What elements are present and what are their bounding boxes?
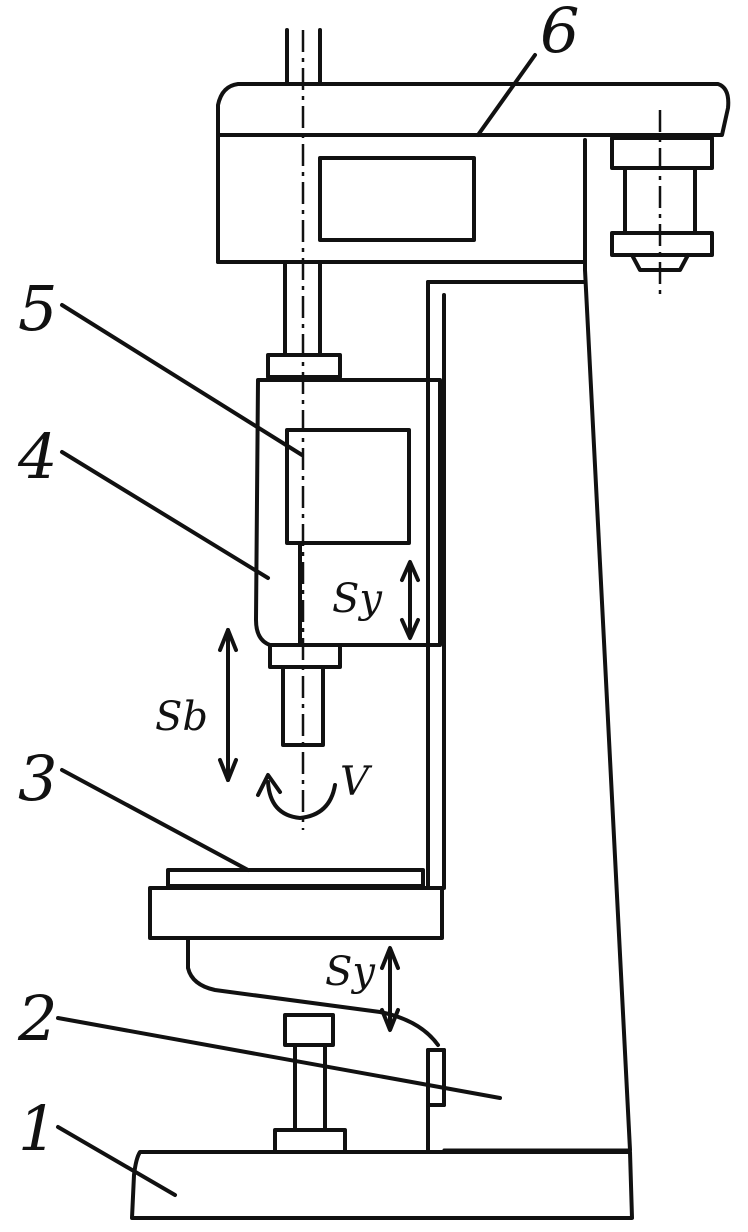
label-2: 2 [17, 982, 57, 1055]
side-motor [610, 110, 714, 295]
leader-lines [56, 53, 537, 1197]
label-4: 4 [17, 420, 57, 493]
leader-1 [56, 1125, 177, 1197]
drill-head [254, 378, 442, 747]
base [130, 1150, 634, 1220]
column [426, 138, 632, 1152]
leader-6 [476, 53, 537, 137]
label-6: 6 [540, 0, 579, 67]
gearbox [285, 428, 411, 545]
leader-3 [60, 768, 250, 872]
sy-table-label: Sy [325, 949, 376, 995]
rotation-arrow [256, 773, 337, 820]
table [148, 868, 444, 1047]
label-5: 5 [18, 272, 57, 345]
v-label: V [340, 759, 373, 805]
leader-5 [60, 303, 304, 457]
sb-label: Sb [155, 694, 208, 740]
sy-head-arrow [400, 560, 420, 640]
workpiece [166, 868, 425, 888]
label-3: 3 [18, 742, 57, 815]
top-head-housing [216, 82, 731, 264]
motor-box [318, 156, 476, 242]
spindle [281, 665, 325, 747]
sy-table-arrow [380, 946, 400, 1032]
quill [266, 260, 342, 379]
sy-head-label: Sy [332, 576, 383, 622]
label-1: 1 [18, 1092, 57, 1165]
leader-2 [56, 1016, 502, 1100]
sb-arrow [218, 628, 238, 782]
leader-4 [60, 450, 270, 580]
